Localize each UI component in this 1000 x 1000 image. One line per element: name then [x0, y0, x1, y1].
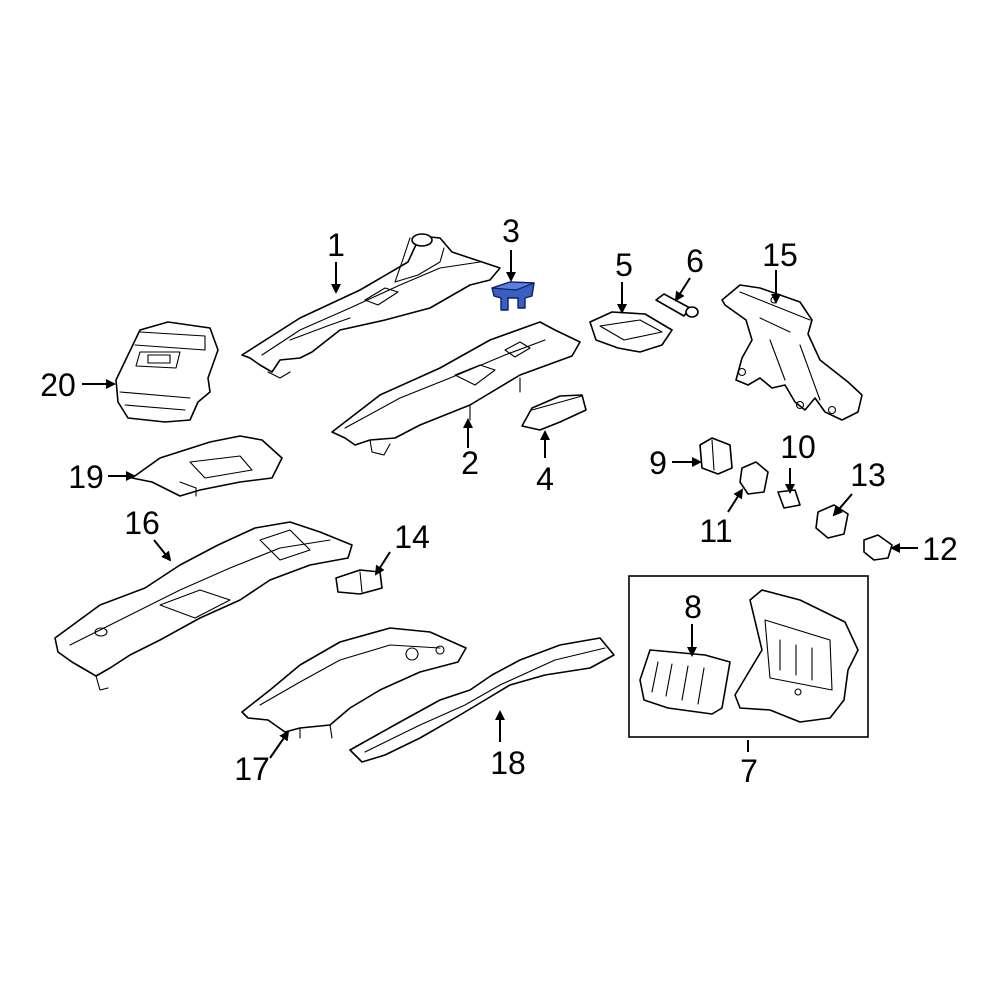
part-1-console-upper-panel[interactable] [241, 233, 501, 379]
callout-14: 14 [394, 519, 430, 555]
part-20-shifter-module[interactable] [115, 321, 219, 423]
callout-16: 16 [124, 505, 160, 541]
part-16-console-base[interactable] [54, 521, 353, 691]
part-10-switch[interactable] [777, 489, 801, 509]
part-3-clip-highlighted[interactable] [491, 281, 535, 311]
part-11-switch[interactable] [739, 461, 769, 495]
callout-8: 8 [684, 589, 702, 625]
part-5-storage-tray[interactable] [589, 311, 673, 353]
callout-10: 10 [780, 429, 816, 465]
part-13-switch[interactable] [815, 504, 849, 539]
callout-2: 2 [461, 445, 479, 481]
part-9-switch[interactable] [699, 437, 733, 475]
part-6-pin[interactable] [655, 293, 699, 318]
callout-17: 17 [234, 751, 270, 787]
callout-1: 1 [327, 227, 345, 263]
callout-18: 18 [490, 745, 526, 781]
callout-12: 12 [922, 531, 958, 567]
callout-7: 7 [740, 753, 758, 789]
part-15-bracket[interactable] [721, 284, 863, 421]
callout-9: 9 [649, 445, 667, 481]
part-4-pad[interactable] [521, 394, 587, 431]
callout-19: 19 [68, 459, 104, 495]
callout-11: 11 [699, 513, 732, 549]
part-19-plate[interactable] [131, 435, 283, 497]
callout-20: 20 [40, 367, 76, 403]
part-8-grille[interactable] [639, 649, 731, 715]
part-14-connector[interactable] [335, 569, 383, 595]
callout-labels: 1 2 3 4 5 6 7 8 9 10 11 12 13 14 15 16 1… [40, 213, 958, 789]
part-18-trim-strip[interactable] [349, 637, 615, 763]
callout-4: 4 [536, 461, 554, 497]
part-2-console-trim[interactable] [331, 321, 581, 456]
inset-box-part-7 [628, 575, 869, 738]
callout-5: 5 [615, 247, 633, 283]
callout-6: 6 [686, 243, 704, 279]
part-12-bulb[interactable] [863, 534, 893, 561]
callout-15: 15 [762, 237, 798, 273]
callout-3: 3 [502, 213, 520, 249]
part-17-tray-panel[interactable] [241, 627, 467, 739]
leader-lines [82, 250, 918, 759]
part-7-bracket-assembly[interactable] [734, 589, 859, 723]
callout-13: 13 [850, 457, 886, 493]
